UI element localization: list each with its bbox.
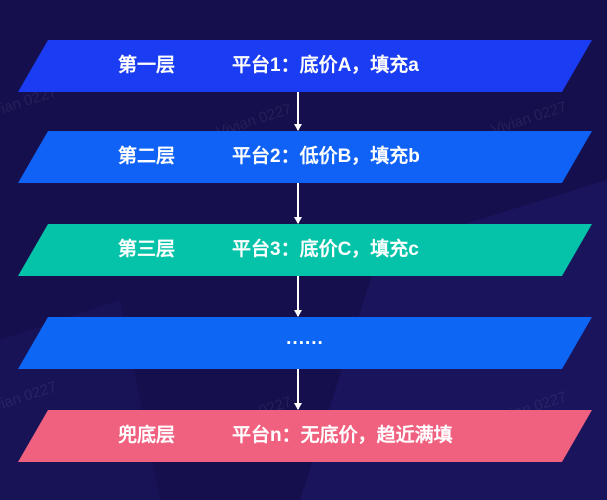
layer-3-description: 平台3：底价C，填充c — [232, 239, 419, 260]
arrow-down-2 — [294, 183, 301, 224]
layer-ellipsis: ...... — [18, 317, 592, 369]
layer-2-name: 第二层 — [118, 146, 176, 167]
layer-3: 第三层 平台3：底价C，填充c — [18, 224, 592, 276]
layer-3-name: 第三层 — [118, 239, 176, 260]
arrow-down-4 — [294, 369, 301, 410]
layer-2: 第二层 平台2：低价B，填充b — [18, 131, 592, 183]
layer-2-description: 平台2：低价B，填充b — [232, 146, 420, 167]
layer-fallback-name: 兜底层 — [118, 425, 176, 446]
layer-fallback: 兜底层 平台n：无底价，趋近满填 — [18, 410, 592, 462]
arrow-down-3 — [294, 276, 301, 317]
layer-ellipsis-text: ...... — [286, 328, 324, 349]
layer-1-description: 平台1：底价A，填充a — [232, 55, 419, 76]
layer-1: 第一层 平台1：底价A，填充a — [18, 40, 592, 92]
arrow-down-1 — [294, 92, 301, 131]
layer-1-name: 第一层 — [118, 55, 176, 76]
layer-fallback-description: 平台n：无底价，趋近满填 — [232, 425, 453, 446]
